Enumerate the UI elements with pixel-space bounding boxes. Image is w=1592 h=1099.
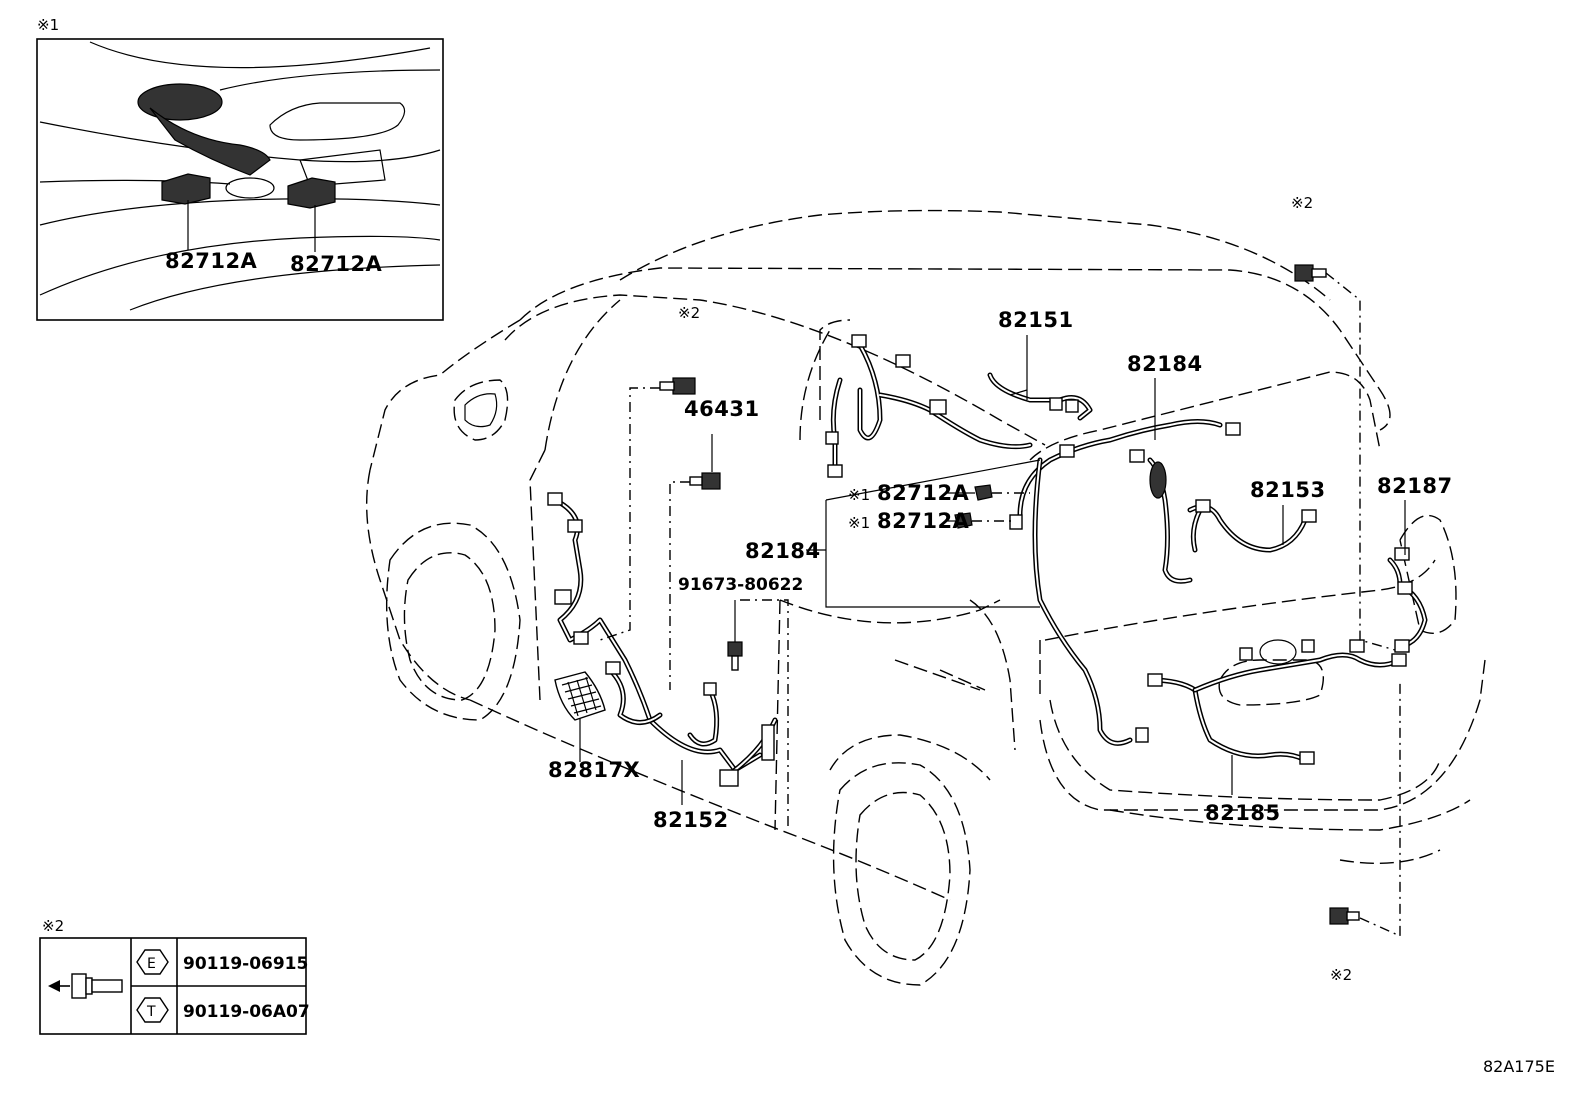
clip-82712a-right xyxy=(287,177,336,209)
harness-82152-door xyxy=(547,492,778,787)
bolt-46431 xyxy=(689,472,721,490)
harness-82185 xyxy=(1147,639,1407,765)
label-46431: 46431 xyxy=(684,397,760,421)
bolt-part-1: 90119-06915 xyxy=(183,954,308,974)
label-82187: 82187 xyxy=(1377,474,1453,498)
harness-82187 xyxy=(1387,547,1428,653)
inset-mark: ※1 xyxy=(37,16,59,34)
bolt-top-right xyxy=(1294,264,1327,282)
clip-82712a-upper xyxy=(974,484,993,501)
bolt-table-mark: ※2 xyxy=(42,917,64,935)
inset-frame xyxy=(36,38,444,321)
label-82184-left: 82184 xyxy=(745,539,821,563)
grommet xyxy=(137,83,223,121)
rear-wheel xyxy=(829,734,991,986)
clip-82712a-lower xyxy=(954,512,973,529)
label-82153: 82153 xyxy=(1250,478,1326,502)
label-82151: 82151 xyxy=(998,308,1074,332)
symbol-t: T xyxy=(146,1004,156,1020)
bolt-part-2: 90119-06A07 xyxy=(183,1002,310,1022)
hex-t-icon: T xyxy=(136,997,169,1023)
label-82712a-lower: 82712A xyxy=(877,509,970,533)
mark-2-bottom-right: ※2 xyxy=(1330,966,1352,984)
inset-label-left: 82712A xyxy=(165,249,258,273)
bolt-top-left xyxy=(659,377,696,395)
front-wheel xyxy=(385,522,521,721)
bolt-bottom-right xyxy=(1329,907,1360,925)
mark-1-lower: ※1 xyxy=(848,514,870,532)
inset-detail: ※1 82712A 82712A xyxy=(36,16,444,321)
label-91673-80622: 91673-80622 xyxy=(678,575,803,595)
label-82152: 82152 xyxy=(653,808,729,832)
harness-82184 xyxy=(1009,419,1241,746)
part-82817x-grille xyxy=(554,671,606,721)
leader-lines xyxy=(579,272,1406,938)
inset-label-right: 82712A xyxy=(290,252,383,276)
mark-2-top-right: ※2 xyxy=(1291,194,1313,212)
diagram-code: 82A175E xyxy=(1483,1057,1555,1076)
mark-1-upper: ※1 xyxy=(848,486,870,504)
clip-82712a-left xyxy=(161,173,211,205)
bolt-reference-table: ※2 E T 90119-06915 90119-06A07 xyxy=(39,917,310,1035)
label-82184-top: 82184 xyxy=(1127,352,1203,376)
harness-82151 xyxy=(825,334,1093,478)
bolt-icon xyxy=(48,973,123,999)
hex-e-icon: E xyxy=(136,949,169,975)
vehicle-body xyxy=(365,209,1486,986)
side-mirror xyxy=(453,379,509,441)
label-82712a-upper: 82712A xyxy=(877,481,970,505)
bolt-91673 xyxy=(727,641,743,671)
mark-2-top-left: ※2 xyxy=(678,304,700,322)
symbol-e: E xyxy=(147,956,156,972)
label-82817x: 82817X xyxy=(548,758,640,782)
label-82185: 82185 xyxy=(1205,801,1281,825)
part-labels: 82151 82184 82153 82187 82185 46431 9167… xyxy=(548,194,1453,984)
harness-82153 xyxy=(1187,499,1317,553)
